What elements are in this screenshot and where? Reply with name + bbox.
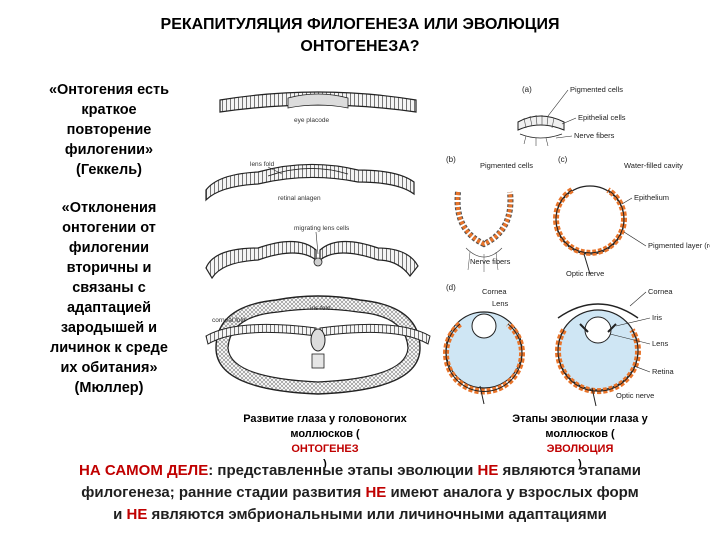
evolution-caption: Этапы эволюции глаза у моллюсков ( ЭВОЛЮЦ… [470, 412, 690, 472]
quote-line: связаны с [72, 280, 146, 296]
conclusion-line-1: НА САМОМ ДЕЛЕ: представленные этапы эвол… [14, 460, 706, 482]
quote-line: зародышей и [60, 320, 158, 336]
caption-text: моллюсков ( [545, 428, 615, 440]
panel-a-eyespot [517, 114, 565, 147]
quote-line: (Геккель) [76, 162, 142, 178]
panel-label-d: (d) [446, 283, 456, 292]
quote-line: вторичны и [66, 260, 152, 276]
quote-line: адаптацией [66, 300, 152, 316]
label-migrating: migrating lens cells [294, 225, 350, 232]
text: являются эмбриональными или личиночными … [147, 506, 607, 523]
highlight: НЕ [365, 484, 387, 501]
quote-line: «Онтогения есть [48, 82, 170, 98]
quote-line: «Отклонения [61, 200, 157, 216]
panel-c-pinhole-eye [553, 185, 627, 275]
caption-line: Развитие глаза у головоногих [243, 413, 407, 425]
label-nerve-fibers-a: Nerve fibers [574, 131, 615, 140]
quote-line: филогении» [64, 142, 154, 158]
panel-b-eyecup [454, 191, 514, 272]
ontogenesis-figure: eye placode lens fold retinal anlagen mi… [205, 91, 431, 395]
panel-e-complex-eye [555, 303, 641, 407]
title-line-1: РЕКАПИТУЛЯЦИЯ ФИЛОГЕНЕЗА ИЛИ ЭВОЛЮЦИЯ [160, 16, 560, 33]
label-lens-d: Lens [492, 299, 509, 308]
panel-d-lens-eye [443, 311, 525, 405]
conclusion-line-2: филогенеза; ранние стадии развития НЕ им… [14, 482, 706, 504]
label-water-filled: Water-filled cavity [624, 161, 683, 170]
caption-line: моллюсков ( ЭВОЛЮЦИЯ) [470, 427, 690, 472]
stage-migrating [205, 240, 419, 280]
caption-text: моллюсков ( [290, 428, 360, 440]
muller-quote: «Отклонения онтогении от филогении втори… [20, 198, 198, 398]
text: : представленные этапы эволюции [208, 462, 478, 479]
label-lens-e: Lens [652, 339, 669, 348]
panel-label-b: (b) [446, 155, 456, 164]
quote-line: (Мюллер) [74, 380, 144, 396]
label-eye-placode: eye placode [294, 117, 329, 124]
label-pigmented-cells: Pigmented cells [570, 85, 623, 94]
label-cornea-e: Cornea [648, 287, 673, 296]
stage-lens-fold [205, 163, 415, 202]
caption-line: Этапы эволюции глаза у [512, 413, 648, 425]
stage-closed-eye [205, 295, 431, 395]
text: филогенеза; ранние стадии развития [81, 484, 366, 501]
label-pigmented-layer: Pigmented layer (retina) [648, 241, 710, 250]
label-cornea-d: Cornea [482, 287, 507, 296]
label-optic-nerve: Optic nerve [566, 269, 604, 278]
label-corneal-fold: corneal fold [212, 317, 246, 324]
quote-line: личинок к среде [50, 340, 168, 356]
highlight: НА САМОМ ДЕЛЕ [79, 462, 209, 479]
label-epithelium: Epithelium [634, 193, 669, 202]
stage-placode [219, 91, 417, 113]
highlight: НЕ [126, 506, 148, 523]
label-pigmented-cells-b: Pigmented cells [480, 161, 533, 170]
label-epithelial-cells: Epithelial cells [578, 113, 626, 122]
panel-label-c: (c) [558, 155, 568, 164]
label-iris: Iris [652, 313, 662, 322]
label-iris-fold: iris fold [310, 305, 331, 312]
ontogenesis-caption: Развитие глаза у головоногих моллюсков (… [210, 412, 440, 472]
text: и [113, 506, 127, 523]
page-title: РЕКАПИТУЛЯЦИЯ ФИЛОГЕНЕЗА ИЛИ ЭВОЛЮЦИЯ ОН… [80, 14, 640, 58]
caption-highlight: ОНТОГЕНЕЗ [291, 443, 359, 455]
text: имеют аналога у взрослых форм [386, 484, 639, 501]
panel-label-a: (a) [522, 85, 532, 94]
conclusion-text: НА САМОМ ДЕЛЕ: представленные этапы эвол… [14, 460, 706, 526]
evolution-figure: (a) Pigmented cells Epithelial cells Ner… [443, 85, 710, 407]
caption-line: моллюсков ( ОНТОГЕНЕЗ) [210, 427, 440, 472]
label-nerve-fibers-b: Nerve fibers [470, 257, 511, 266]
label-retinal-anlagen: retinal anlagen [278, 195, 321, 202]
label-retina: Retina [652, 367, 675, 376]
quote-line: онтогении от [62, 220, 156, 236]
quote-line: краткое [81, 102, 137, 118]
label-lens-fold: lens fold [250, 161, 275, 168]
highlight: НЕ [477, 462, 499, 479]
caption-text: ) [578, 458, 582, 470]
quote-line: филогении [68, 240, 150, 256]
quote-line: повторение [66, 122, 152, 138]
caption-text: ) [323, 458, 327, 470]
title-line-2: ОНТОГЕНЕЗА? [300, 38, 420, 55]
quote-line: их обитания» [60, 360, 158, 376]
text: являются этапами [498, 462, 641, 479]
conclusion-line-3: и НЕ являются эмбриональными или личиноч… [14, 504, 706, 526]
label-optic-nerve-e: Optic nerve [616, 391, 654, 400]
haeckel-quote: «Онтогения есть краткое повторение филог… [20, 80, 198, 180]
caption-highlight: ЭВОЛЮЦИЯ [546, 443, 614, 455]
